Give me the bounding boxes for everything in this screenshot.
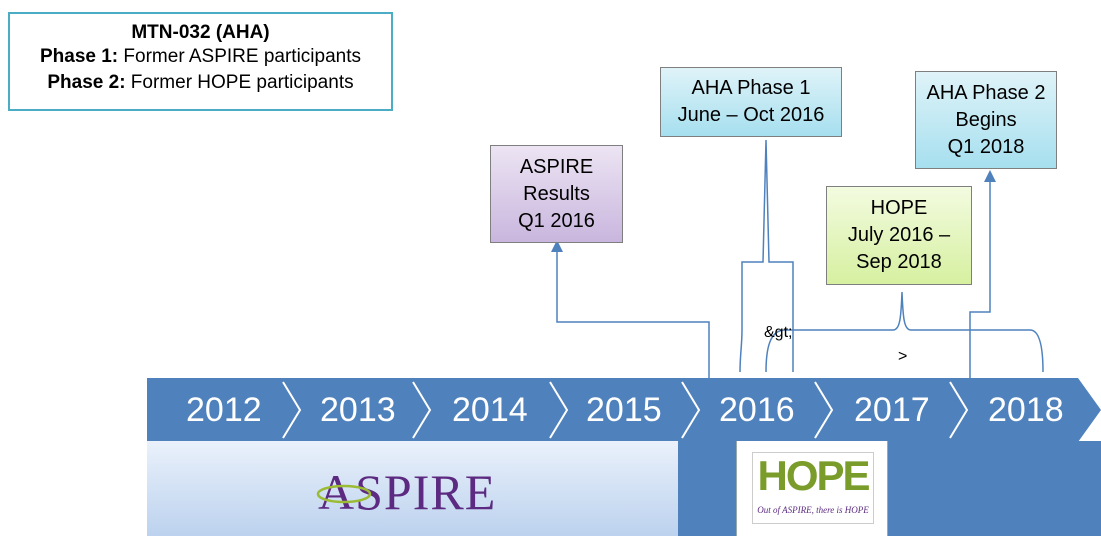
- year-label: 2015: [586, 391, 662, 429]
- year-label: 2016: [719, 391, 795, 429]
- aspire-logo: ASPIRE: [316, 463, 497, 521]
- callout-line: AHA Phase 1: [691, 77, 811, 99]
- year-separator: [949, 381, 969, 439]
- year-label: 2013: [320, 391, 396, 429]
- year-separator: [549, 381, 569, 439]
- year-separator: [282, 381, 302, 439]
- marker-gt-1: &gt;: [764, 324, 793, 341]
- year-separator: [814, 381, 834, 439]
- hope-logo: HOPE Out of ASPIRE, there is HOPE: [752, 452, 874, 524]
- year-label: 2018: [988, 391, 1064, 429]
- hope-callout: HOPE July 2016 – Sep 2018: [826, 186, 972, 285]
- year-separator: [412, 381, 432, 439]
- callout-line: HOPE: [870, 197, 928, 219]
- year-separator: [681, 381, 701, 439]
- aspire-results-connector: [551, 240, 710, 378]
- callout-line: June – Oct 2016: [677, 104, 825, 126]
- callout-line: Begins: [955, 108, 1017, 131]
- aha-phase2-callout: AHA Phase 2 Begins Q1 2018: [915, 71, 1057, 169]
- aspire-logo-swoosh: [316, 484, 372, 504]
- callout-line: Results: [523, 182, 590, 205]
- hope-logo-tagline: Out of ASPIRE, there is HOPE: [757, 505, 869, 515]
- hope-logo-text: HOPE: [757, 452, 870, 499]
- aha-phase2-connector: [969, 170, 996, 378]
- hope-bracket: [765, 291, 1044, 373]
- legend-phase-2: Phase 2: Former HOPE participants: [10, 70, 391, 96]
- aspire-results-callout: ASPIRE Results Q1 2016: [490, 145, 623, 243]
- legend-title: MTN-032 (AHA): [131, 22, 270, 43]
- year-label: 2012: [186, 391, 262, 429]
- timeline-arrow: [147, 378, 1101, 442]
- callout-line: Q1 2018: [947, 135, 1025, 158]
- aha-phase1-callout: AHA Phase 1 June – Oct 2016: [660, 67, 842, 137]
- aspire-study-panel: [147, 441, 678, 536]
- phase-1-text: Former ASPIRE participants: [118, 46, 362, 67]
- study-legend: MTN-032 (AHA) Phase 1: Former ASPIRE par…: [8, 12, 393, 111]
- marker-gt-2: >: [898, 348, 908, 365]
- phase-1-label: Phase 1:: [39, 46, 119, 67]
- callout-line: Sep 2018: [856, 251, 942, 273]
- callout-line: AHA Phase 2: [926, 81, 1046, 104]
- year-label: 2017: [854, 391, 930, 429]
- callout-line: ASPIRE: [519, 155, 594, 178]
- timeline-band: [147, 378, 1101, 442]
- callout-line: Q1 2016: [518, 209, 595, 232]
- aspire-logo-text: ASPIRE: [318, 464, 497, 520]
- phase-2-label: Phase 2:: [47, 72, 126, 93]
- year-label: 2014: [452, 391, 528, 429]
- phase-2-text: Former HOPE participants: [125, 72, 354, 93]
- aha-phase1-bracket: [739, 139, 794, 373]
- legend-phase-1: Phase 1: Former ASPIRE participants: [10, 44, 391, 70]
- callout-line: July 2016 –: [847, 224, 951, 246]
